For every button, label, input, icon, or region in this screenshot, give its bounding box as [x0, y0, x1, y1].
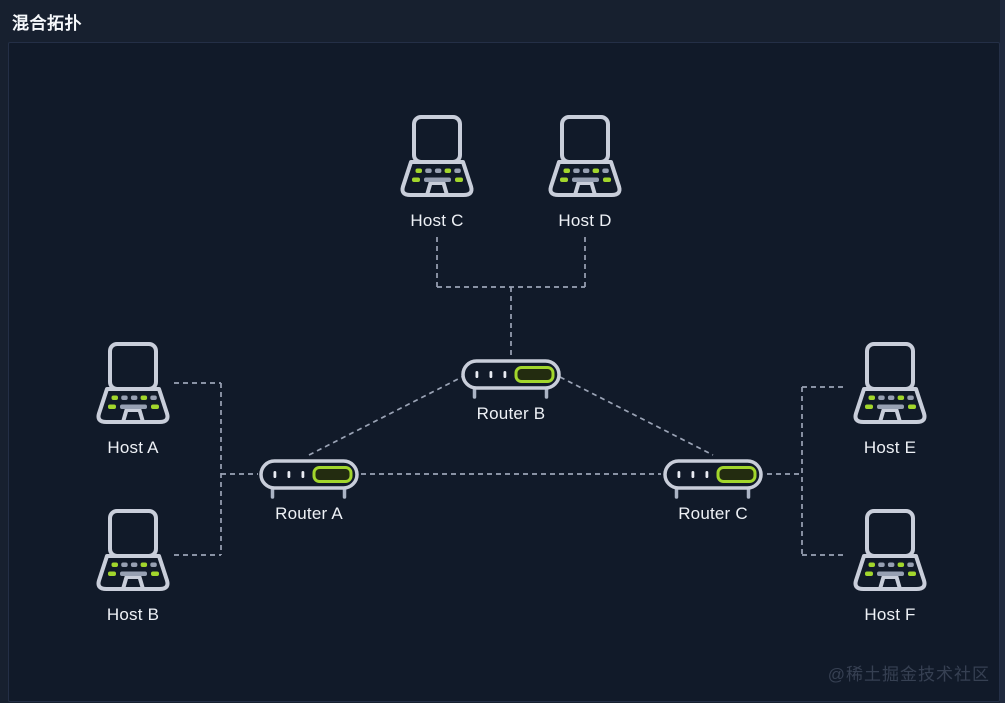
node-label: Host C	[410, 211, 464, 230]
router-icon	[461, 359, 561, 399]
node-router-b[interactable]: Router B	[456, 358, 566, 424]
node-host-e[interactable]: Host E	[835, 341, 945, 458]
laptop-icon	[96, 342, 170, 424]
page-header: 混合拓扑	[0, 0, 1005, 41]
router-icon	[663, 459, 763, 499]
laptop-icon	[853, 509, 927, 591]
node-router-c[interactable]: Router C	[658, 458, 768, 524]
watermark: @稀土掘金技术社区	[827, 665, 990, 684]
node-label: Router C	[678, 504, 748, 523]
router-icon	[259, 459, 359, 499]
node-host-c[interactable]: Host C	[382, 114, 492, 231]
node-label: Router A	[275, 504, 343, 523]
node-label: Host A	[107, 438, 159, 457]
laptop-icon	[548, 115, 622, 197]
node-label: Host F	[864, 605, 916, 624]
node-label: Host B	[106, 605, 160, 624]
page-title: 混合拓扑	[12, 14, 82, 33]
laptop-icon	[853, 342, 927, 424]
node-label: Router B	[476, 404, 546, 423]
scrollbar-track[interactable]	[1000, 0, 1005, 703]
node-host-b[interactable]: Host B	[78, 508, 188, 625]
laptop-icon	[96, 509, 170, 591]
node-label: Host E	[863, 438, 917, 457]
node-host-d[interactable]: Host D	[530, 114, 640, 231]
node-host-f[interactable]: Host F	[835, 508, 945, 625]
laptop-icon	[400, 115, 474, 197]
node-label: Host D	[558, 211, 612, 230]
node-host-a[interactable]: Host A	[78, 341, 188, 458]
node-router-a[interactable]: Router A	[254, 458, 364, 524]
